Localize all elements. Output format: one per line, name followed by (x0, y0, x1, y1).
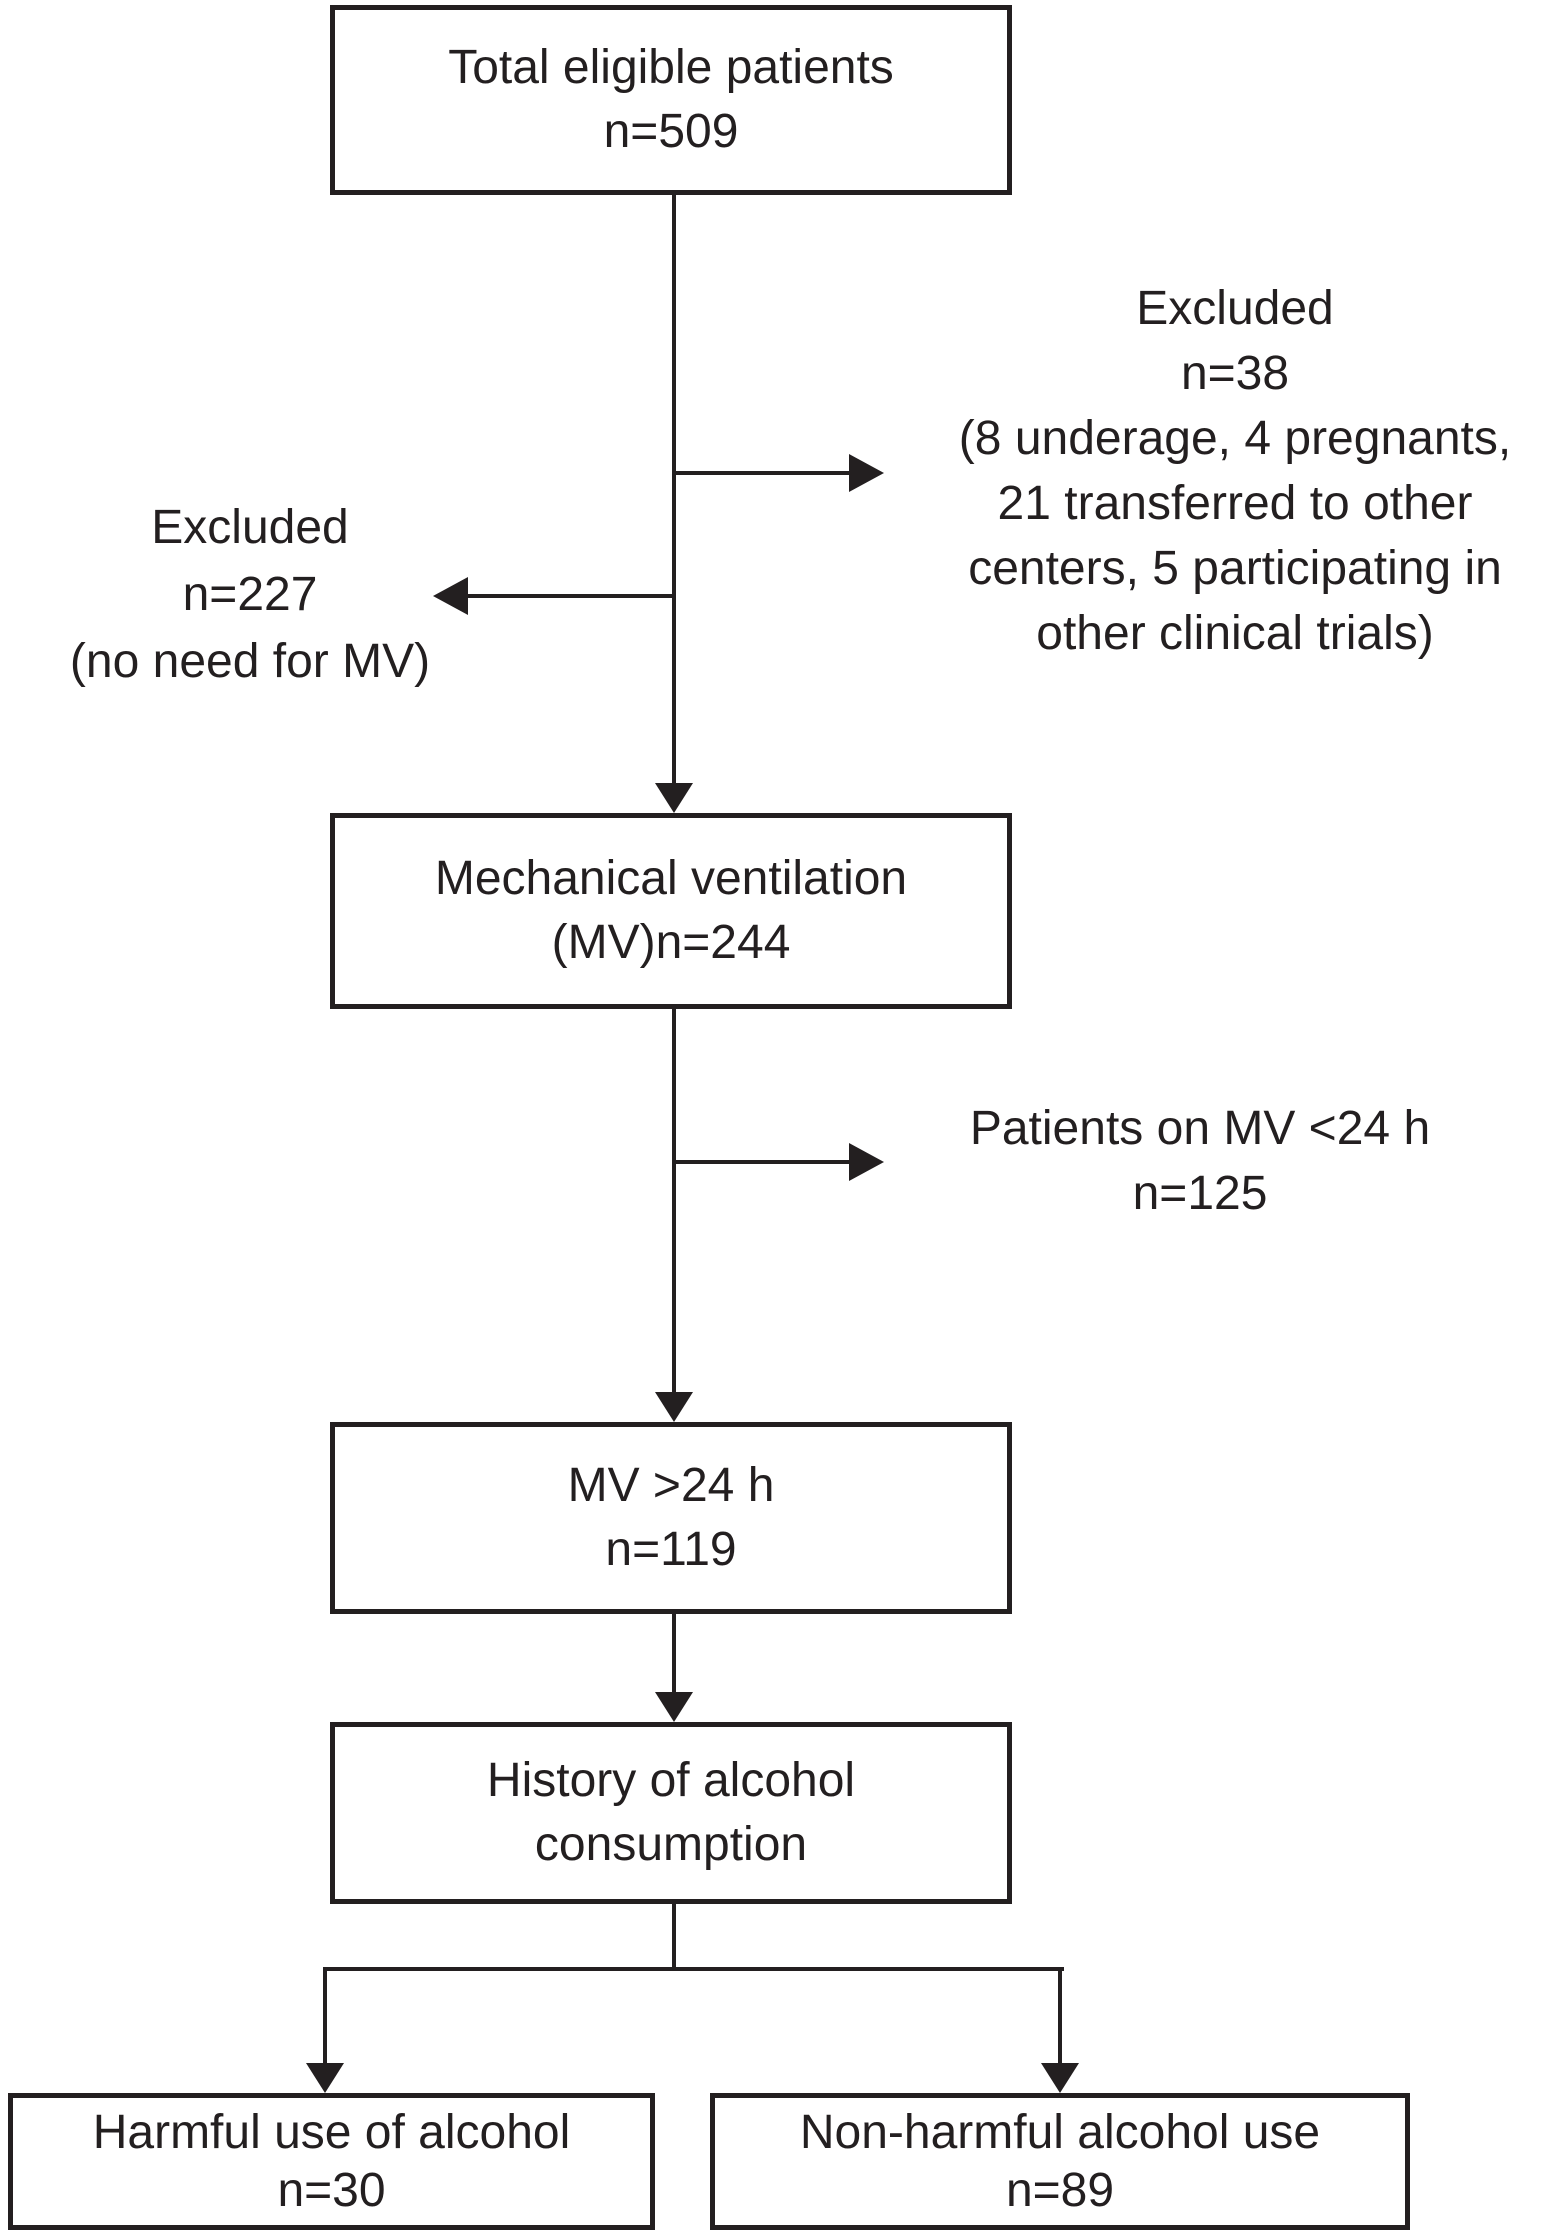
node-count-line: (MV)n=244 (551, 916, 791, 969)
flow-node-nonharmful-alcohol: Non-harmful alcohol use n=89 (710, 2093, 1410, 2230)
note-line: n=227 (182, 568, 318, 621)
arrowhead-down-icon (655, 783, 693, 813)
connector-split-left-stub (323, 1967, 327, 2063)
note-mv-less-24h: Patients on MV <24 h n=125 (920, 1096, 1480, 1226)
connector-split-right-stub (1058, 1967, 1062, 2063)
node-label-line: Total eligible patients (448, 41, 894, 94)
node-label-line: MV >24 h (567, 1459, 775, 1512)
node-label-line: Mechanical ventilation (434, 852, 908, 905)
arrowhead-right-icon (849, 1143, 884, 1181)
flow-node-harmful-alcohol: Harmful use of alcohol n=30 (8, 2093, 655, 2230)
node-label-line: Harmful use of alcohol (92, 2105, 571, 2159)
node-label-line: Non-harmful alcohol use (799, 2105, 1321, 2159)
note-line: n=38 (1180, 347, 1290, 400)
arrowhead-down-icon (655, 1692, 693, 1722)
note-excluded-38: Excluded n=38 (8 underage, 4 pregnants, … (905, 276, 1561, 666)
arrowhead-down-icon (306, 2063, 344, 2093)
node-label-line: History of alcohol (486, 1754, 856, 1807)
arrowhead-right-icon (849, 454, 884, 492)
node-count-line: n=119 (605, 1523, 737, 1576)
arrowhead-down-icon (1041, 2063, 1079, 2093)
connector-branch-excluded-38 (674, 471, 849, 475)
connector-branch-excluded-227 (468, 594, 676, 598)
note-line: other clinical trials) (1036, 607, 1434, 660)
node-count-line: n=89 (1005, 2163, 1115, 2217)
note-line: 21 transferred to other (997, 477, 1473, 530)
note-line: (8 underage, 4 pregnants, (958, 412, 1512, 465)
connector-history-to-split (672, 1902, 676, 1971)
connector-branch-mv-less-24h (674, 1160, 849, 1164)
arrowhead-down-icon (655, 1392, 693, 1422)
note-line: Excluded (151, 501, 349, 554)
note-line: Excluded (1136, 282, 1334, 335)
flow-node-mechanical-ventilation: Mechanical ventilation (MV)n=244 (330, 813, 1012, 1009)
note-line: (no need for MV) (69, 635, 431, 688)
connector-total-to-mv (672, 193, 676, 785)
flow-node-total-eligible: Total eligible patients n=509 (330, 5, 1012, 195)
connector-split-line (323, 1967, 1064, 1971)
node-count-line: n=509 (603, 105, 739, 158)
note-line: centers, 5 participating in (968, 542, 1502, 595)
arrowhead-left-icon (433, 577, 468, 615)
flow-node-mv-over-24h: MV >24 h n=119 (330, 1422, 1012, 1614)
note-line: n=125 (1132, 1167, 1268, 1220)
connector-mv24-to-history (672, 1613, 676, 1694)
node-label-line: consumption (534, 1818, 808, 1871)
note-excluded-227: Excluded n=227 (no need for MV) (20, 494, 480, 695)
flow-node-alcohol-history: History of alcohol consumption (330, 1722, 1012, 1904)
connector-mv-to-mv24 (672, 1007, 676, 1394)
node-count-line: n=30 (277, 2163, 386, 2217)
note-line: Patients on MV <24 h (969, 1102, 1431, 1155)
